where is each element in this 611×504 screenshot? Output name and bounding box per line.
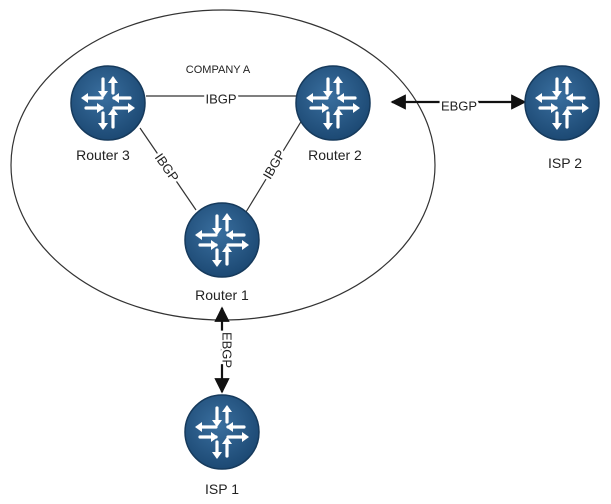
isp2-router-icon [524, 65, 600, 141]
node-label-router2: Router 2 [308, 147, 362, 163]
link-label-router2-isp2: EBGP [441, 98, 477, 113]
link-label-router1-isp1: EBGP [220, 332, 235, 368]
router3-router-icon [70, 65, 146, 141]
link-label-router3-router1: IBGP [152, 150, 182, 184]
link-router3-router1 [139, 127, 197, 211]
node-label-router3: Router 3 [76, 147, 130, 163]
node-router2: Router 2 [295, 65, 371, 163]
node-label-isp1: ISP 1 [205, 481, 239, 497]
nodes-layer: Router 3 Router 2 Router 1 ISP 2 ISP 1 [70, 65, 600, 497]
link-label-router2-router1: IBGP [260, 147, 289, 181]
link-label-router3-router2: IBGP [205, 91, 236, 106]
node-isp1: ISP 1 [184, 394, 260, 497]
router2-router-icon [295, 65, 371, 141]
node-label-isp2: ISP 2 [548, 155, 582, 171]
node-isp2: ISP 2 [524, 65, 600, 171]
link-router2-router1 [245, 119, 303, 213]
router1-router-icon [184, 202, 260, 278]
node-router1: Router 1 [184, 202, 260, 303]
node-label-router1: Router 1 [195, 287, 249, 303]
company-a-label: COMPANY A [186, 64, 251, 76]
isp1-router-icon [184, 394, 260, 470]
node-router3: Router 3 [70, 65, 146, 163]
